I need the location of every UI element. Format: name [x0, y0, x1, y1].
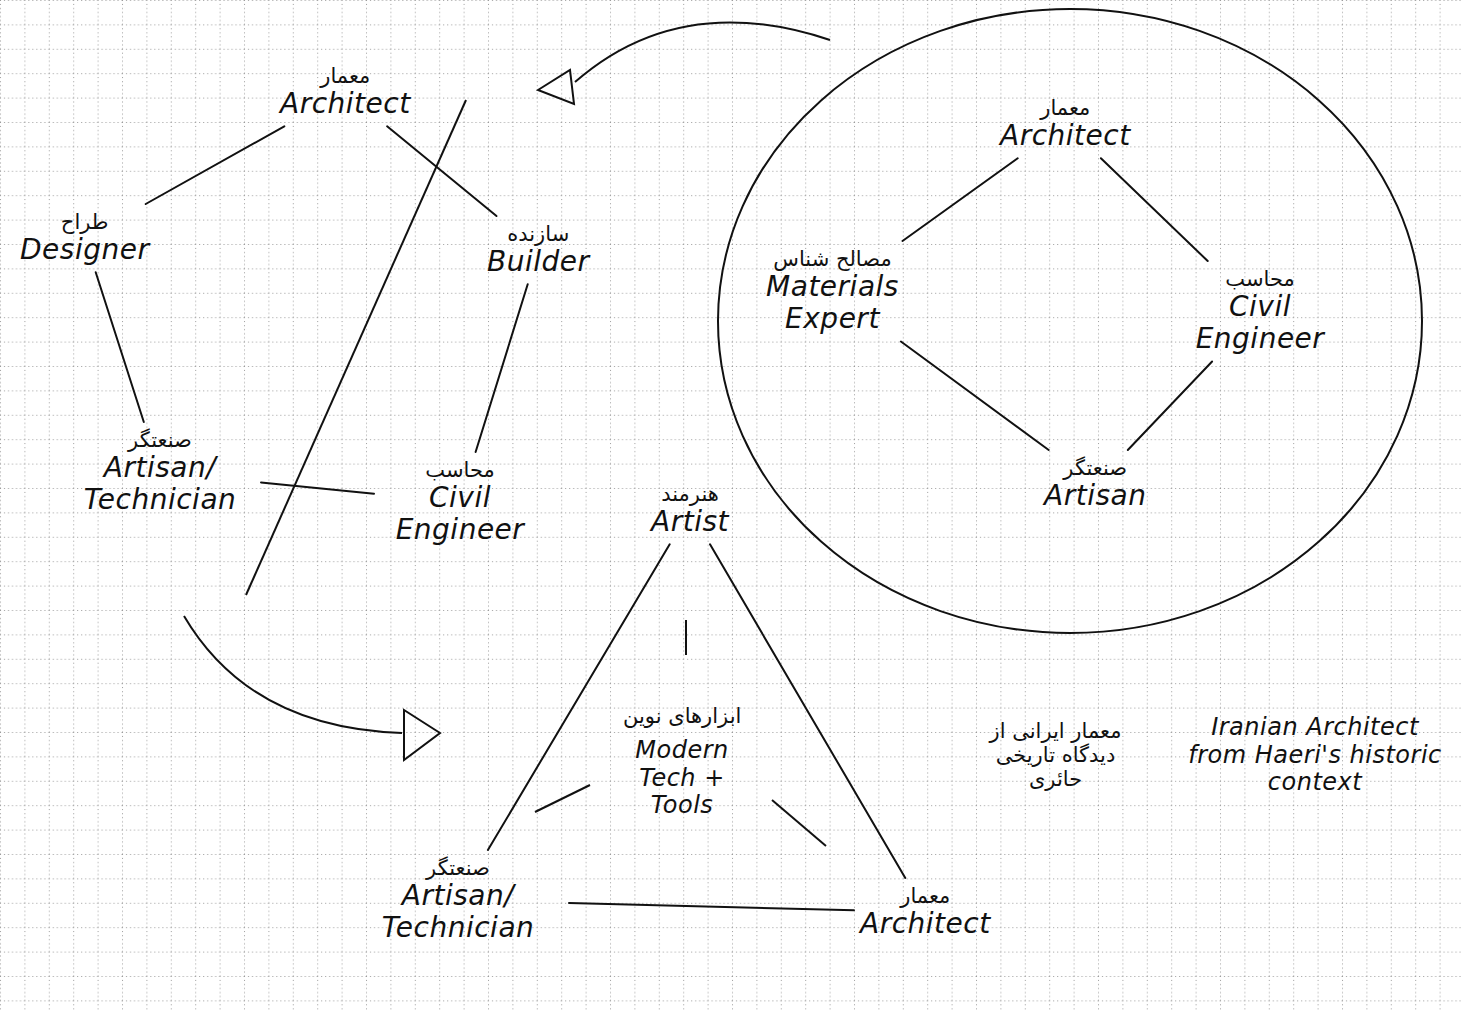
note-label: Iranian Architect from Haeri's historic …	[1180, 714, 1450, 797]
persian-label: محاسب	[1180, 267, 1340, 291]
english-label: Artist	[651, 506, 729, 538]
english-label: Civil Engineer	[380, 482, 540, 546]
role-label: سازندهBuilder	[487, 222, 590, 278]
role-label: مصالح شناسMaterials Expert	[745, 247, 920, 336]
curved-arrow	[184, 616, 402, 733]
arrow-head	[538, 70, 574, 104]
polygon-side	[901, 342, 1049, 451]
curved-arrow	[575, 22, 830, 82]
polygon-side	[569, 903, 854, 910]
role-label: معمارArchitect	[860, 884, 991, 940]
persian-label: معمار	[860, 884, 991, 908]
polygon-side	[1128, 362, 1212, 451]
pointer-stroke	[685, 620, 687, 655]
english-label: Builder	[487, 246, 590, 278]
role-label: صنعتگرArtisan/ Technician	[65, 428, 255, 517]
role-label: صنعتگرArtisan/ Technician	[353, 856, 563, 945]
enclosing-circle: معمارArchitect مصالح شناسMaterials Expert…	[715, 6, 1425, 636]
persian-label: معمار	[280, 64, 411, 88]
note-label: ابزارهای نوین	[623, 704, 741, 728]
polygon-side	[387, 126, 496, 216]
role-label: محاسبCivil Engineer	[380, 458, 540, 547]
polygon-side	[488, 544, 670, 850]
role-label: صنعتگرArtisan	[1044, 456, 1146, 512]
persian-label: هنرمند	[651, 482, 729, 506]
note-label: معمار ایرانی از دیدگاه تاریخی حائری	[968, 719, 1143, 791]
persian-label: صنعتگر	[1044, 456, 1146, 480]
polygon-side	[903, 158, 1018, 241]
english-label: Civil Engineer	[1180, 291, 1340, 355]
persian-label: مصالح شناس	[745, 247, 920, 271]
english-label: Artisan	[1044, 480, 1146, 512]
polygon-side	[96, 272, 144, 422]
persian-label: سازنده	[487, 222, 590, 246]
persian-label: معمار	[1000, 96, 1131, 120]
role-label: معمارArchitect	[280, 64, 411, 120]
polygon-side	[476, 284, 528, 452]
polygon-side	[146, 126, 285, 204]
persian-label: طراح	[20, 210, 149, 234]
note-label: Modern Tech + Tools	[607, 737, 757, 820]
circle-stroke	[718, 9, 1422, 633]
pointer-stroke	[772, 800, 826, 846]
english-label: Materials Expert	[745, 271, 920, 335]
polygon-side	[261, 482, 374, 493]
english-label: Artisan/ Technician	[353, 880, 563, 944]
role-label: طراحDesigner	[20, 210, 149, 266]
polygon-side	[1101, 158, 1208, 261]
english-label: Artisan/ Technician	[65, 452, 255, 516]
role-label: محاسبCivil Engineer	[1180, 267, 1340, 356]
english-label: Designer	[20, 234, 149, 266]
english-label: Architect	[860, 908, 991, 940]
arrow-head	[404, 710, 440, 760]
persian-label: صنعتگر	[353, 856, 563, 880]
role-label: هنرمندArtist	[651, 482, 729, 538]
pointer-stroke	[535, 785, 590, 812]
role-label: معمارArchitect	[1000, 96, 1131, 152]
english-label: Architect	[1000, 120, 1131, 152]
persian-label: محاسب	[380, 458, 540, 482]
english-label: Architect	[280, 88, 411, 120]
persian-label: صنعتگر	[65, 428, 255, 452]
